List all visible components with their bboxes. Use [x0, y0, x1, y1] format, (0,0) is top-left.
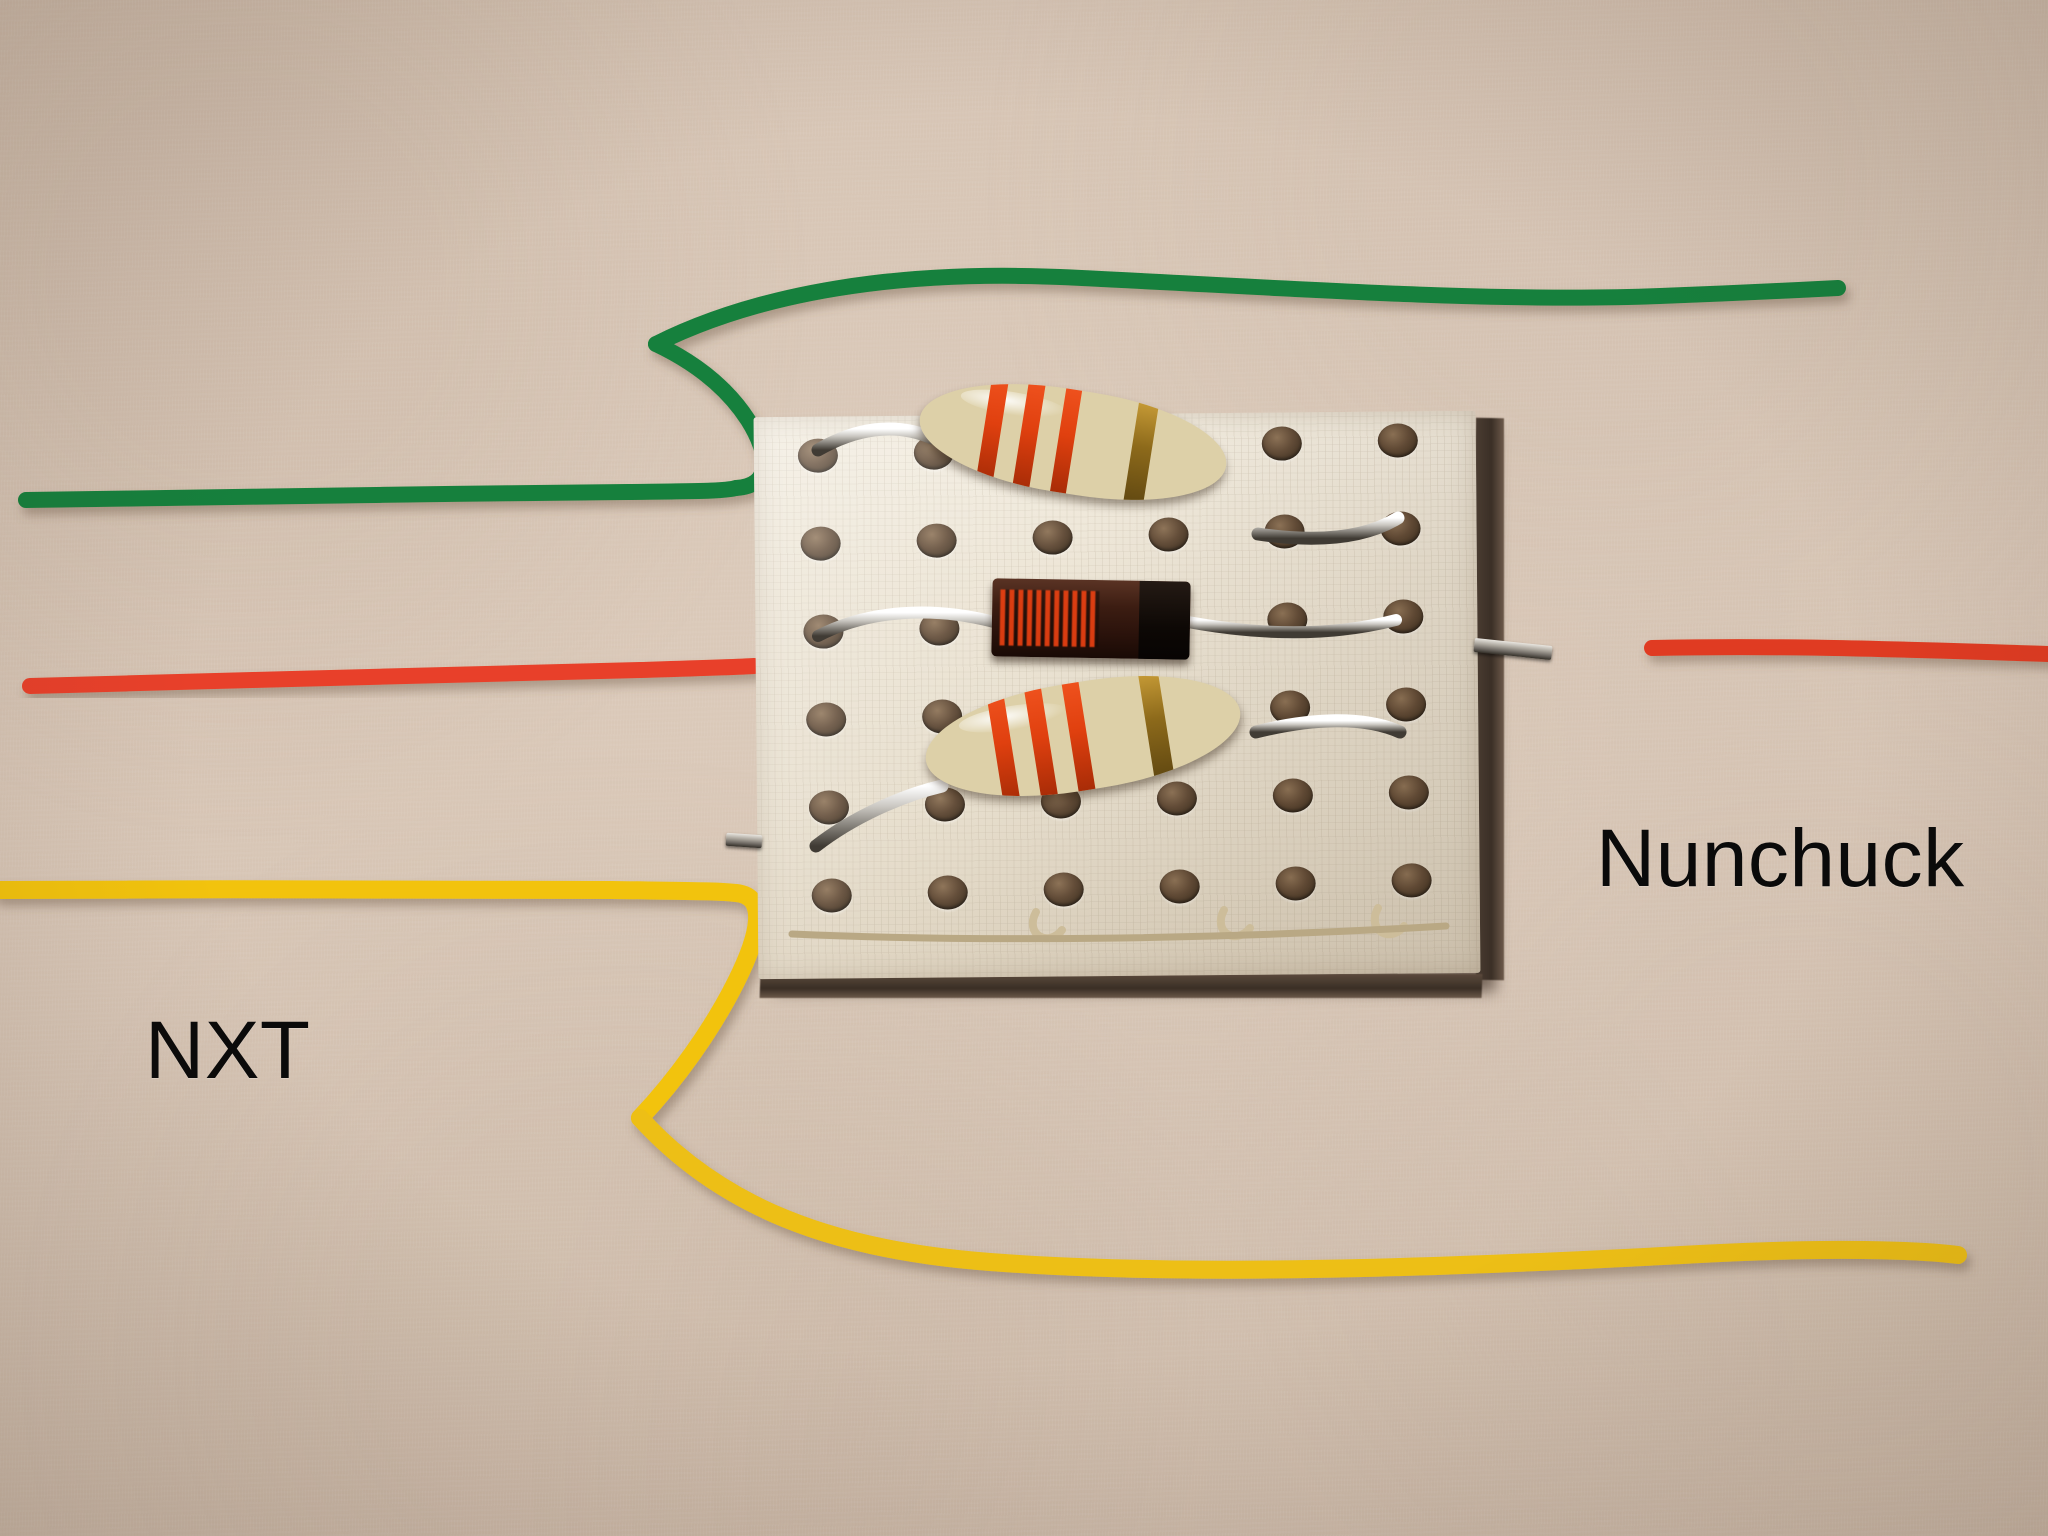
yellow-wire-right	[631, 1109, 1967, 1279]
label-nxt: NXT	[145, 1005, 311, 1096]
resistor-bottom-band-3	[1060, 675, 1097, 798]
resistor-bottom-band-tolerance	[1136, 663, 1176, 786]
red-wire-left	[22, 658, 762, 694]
resistor-bottom-band-2	[1023, 681, 1060, 804]
resistor-top-band-1	[975, 370, 1010, 489]
diode-cathode-band	[1137, 580, 1191, 660]
board-right-edge	[1476, 417, 1504, 981]
yellow-wire-bend	[631, 884, 766, 1127]
board-pin-left	[725, 832, 763, 849]
resistor-bottom-highlight	[957, 697, 1068, 738]
resistor-top-highlight	[959, 384, 1067, 424]
green-wire-left	[18, 480, 744, 508]
red-wire-right	[1644, 639, 2048, 662]
green-wire-right	[648, 267, 1846, 352]
diode-body	[991, 578, 1191, 660]
green-wire-bend	[648, 336, 772, 496]
diode	[991, 578, 1191, 660]
perfboard	[725, 366, 1553, 998]
resistor-top-band-tolerance	[1122, 393, 1161, 512]
yellow-wire-left	[0, 880, 745, 902]
diode-marking	[999, 589, 1100, 648]
resistor-top-band-3	[1048, 382, 1084, 500]
label-nunchuck: Nunchuck	[1596, 813, 1965, 904]
